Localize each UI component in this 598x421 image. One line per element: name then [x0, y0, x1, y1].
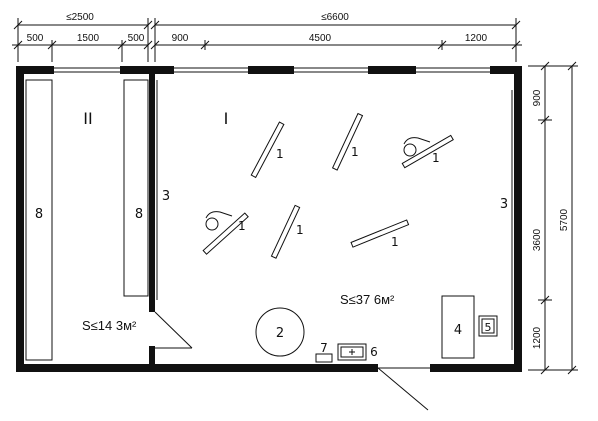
top-dimensions — [12, 18, 522, 62]
label-bench-2: 1 — [351, 145, 359, 159]
wall-top-3 — [148, 66, 174, 74]
label-desk: 4 — [454, 323, 462, 338]
wall-partition — [149, 66, 155, 312]
label-round-table: 2 — [276, 326, 284, 341]
sink-basin — [340, 346, 364, 358]
label-bench-6: 1 — [391, 235, 399, 249]
right-dimensions — [528, 61, 578, 375]
label-bench-4: 1 — [238, 219, 246, 233]
dim-right-total: 5700 — [559, 208, 570, 231]
wall-bottom-left — [16, 364, 378, 372]
wall-left — [16, 66, 24, 372]
wall-partition-lower — [149, 346, 155, 366]
dim-seg-4: 900 — [172, 33, 189, 44]
dim-seg-5: 4500 — [309, 33, 332, 44]
label-chair: 5 — [485, 321, 492, 334]
area-small: S≤14 3м² — [82, 318, 137, 333]
label-stand: 7 — [320, 341, 328, 355]
doors — [154, 311, 430, 411]
walls — [16, 66, 522, 372]
room-label-small: II — [83, 109, 92, 128]
room-label-large: I — [224, 109, 229, 128]
wall-top-4 — [248, 66, 294, 74]
dim-seg-2: 1500 — [77, 33, 100, 44]
sink — [337, 343, 367, 361]
label-bench-5: 1 — [296, 223, 304, 237]
stand — [315, 353, 333, 363]
benches — [202, 112, 454, 259]
person-figure-top — [403, 137, 431, 157]
dim-right-1: 900 — [532, 89, 543, 106]
area-large: S≤37 6м² — [340, 292, 395, 307]
chair-seat — [481, 318, 495, 334]
dim-right-2: 3600 — [532, 228, 543, 251]
wall-right — [514, 66, 522, 372]
dim-seg-1: 500 — [27, 33, 44, 44]
label-sink: 6 — [370, 345, 378, 359]
door-partition — [154, 311, 193, 349]
windows — [54, 67, 490, 73]
dim-overall-right: ≤6600 — [321, 12, 349, 23]
label-board-left: 3 — [162, 189, 170, 204]
label-board-right: 3 — [500, 197, 508, 212]
wall-bottom-right — [430, 364, 522, 372]
wall-top-6 — [490, 66, 522, 74]
desk — [441, 295, 475, 359]
wall-top-2 — [120, 66, 152, 74]
dim-seg-6: 1200 — [465, 33, 488, 44]
shelf-partition — [123, 79, 149, 297]
shelf-left — [25, 79, 53, 361]
dim-right-3: 1200 — [532, 326, 543, 349]
door-entrance — [377, 367, 429, 411]
label-shelf-left: 8 — [35, 207, 43, 222]
label-bench-1: 1 — [276, 147, 284, 161]
person-figure-bottom — [205, 211, 233, 231]
label-bench-3: 1 — [432, 151, 440, 165]
label-shelf-partition: 8 — [135, 207, 143, 222]
wall-top-1 — [16, 66, 54, 74]
chair — [478, 315, 498, 337]
round-table — [255, 307, 305, 357]
dim-overall-left: ≤2500 — [66, 12, 94, 23]
dim-seg-3: 500 — [128, 33, 145, 44]
wall-top-5 — [368, 66, 416, 74]
